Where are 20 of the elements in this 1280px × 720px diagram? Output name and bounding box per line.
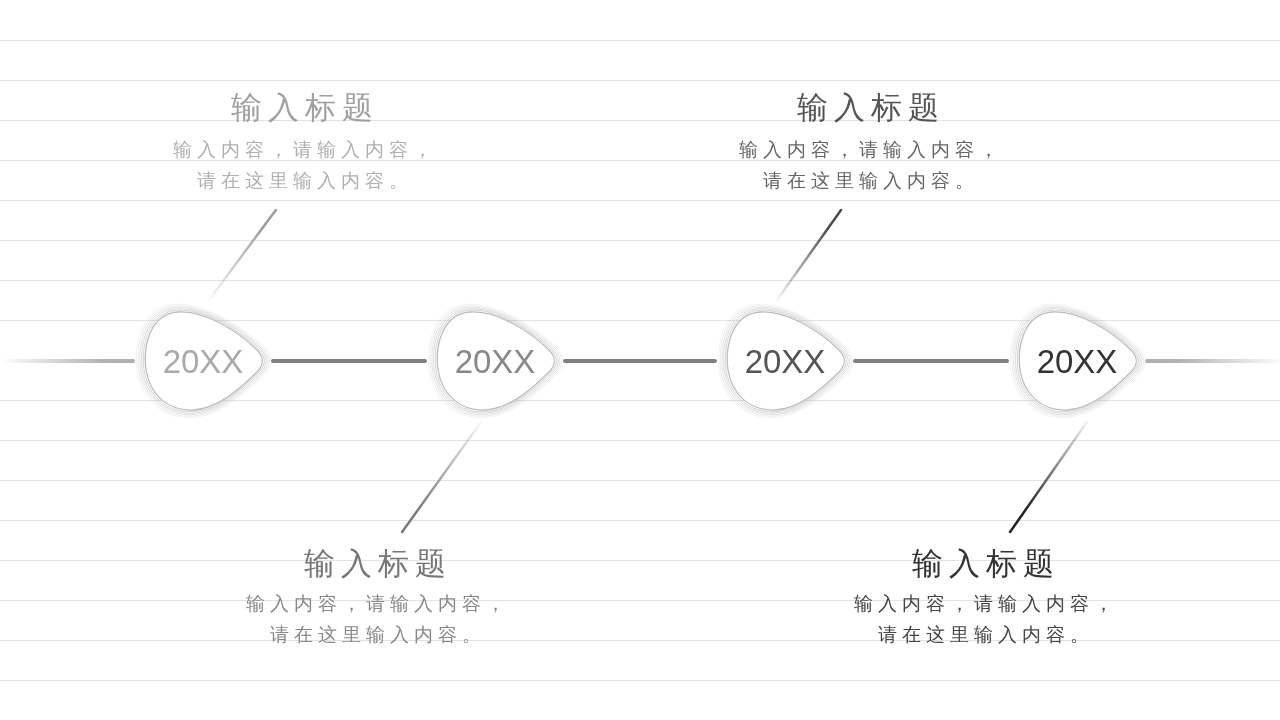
timeline-line [271,359,427,363]
leader-line [1008,420,1089,534]
leader-line [400,420,483,534]
year-label: 20XX [162,344,244,378]
block-text: 输入内容，请输入内容，请在这里输入内容。 [245,591,511,647]
year-label: 20XX [744,344,826,378]
block-text: 输入内容，请输入内容，请在这里输入内容。 [738,137,1004,193]
leader-line [775,208,843,302]
block-title: 输入标题 [231,88,379,127]
timeline-line [563,359,717,363]
year-label: 20XX [454,344,536,378]
block-text: 输入内容，请输入内容，请在这里输入内容。 [853,591,1119,647]
timeline-line [853,359,1009,363]
block-title: 输入标题 [304,544,452,583]
block-title: 输入标题 [912,544,1060,583]
block-title: 输入标题 [797,88,945,127]
timeline-line [1145,359,1280,363]
leader-line [207,208,278,302]
year-label: 20XX [1036,344,1118,378]
block-text: 输入内容，请输入内容，请在这里输入内容。 [172,137,438,193]
